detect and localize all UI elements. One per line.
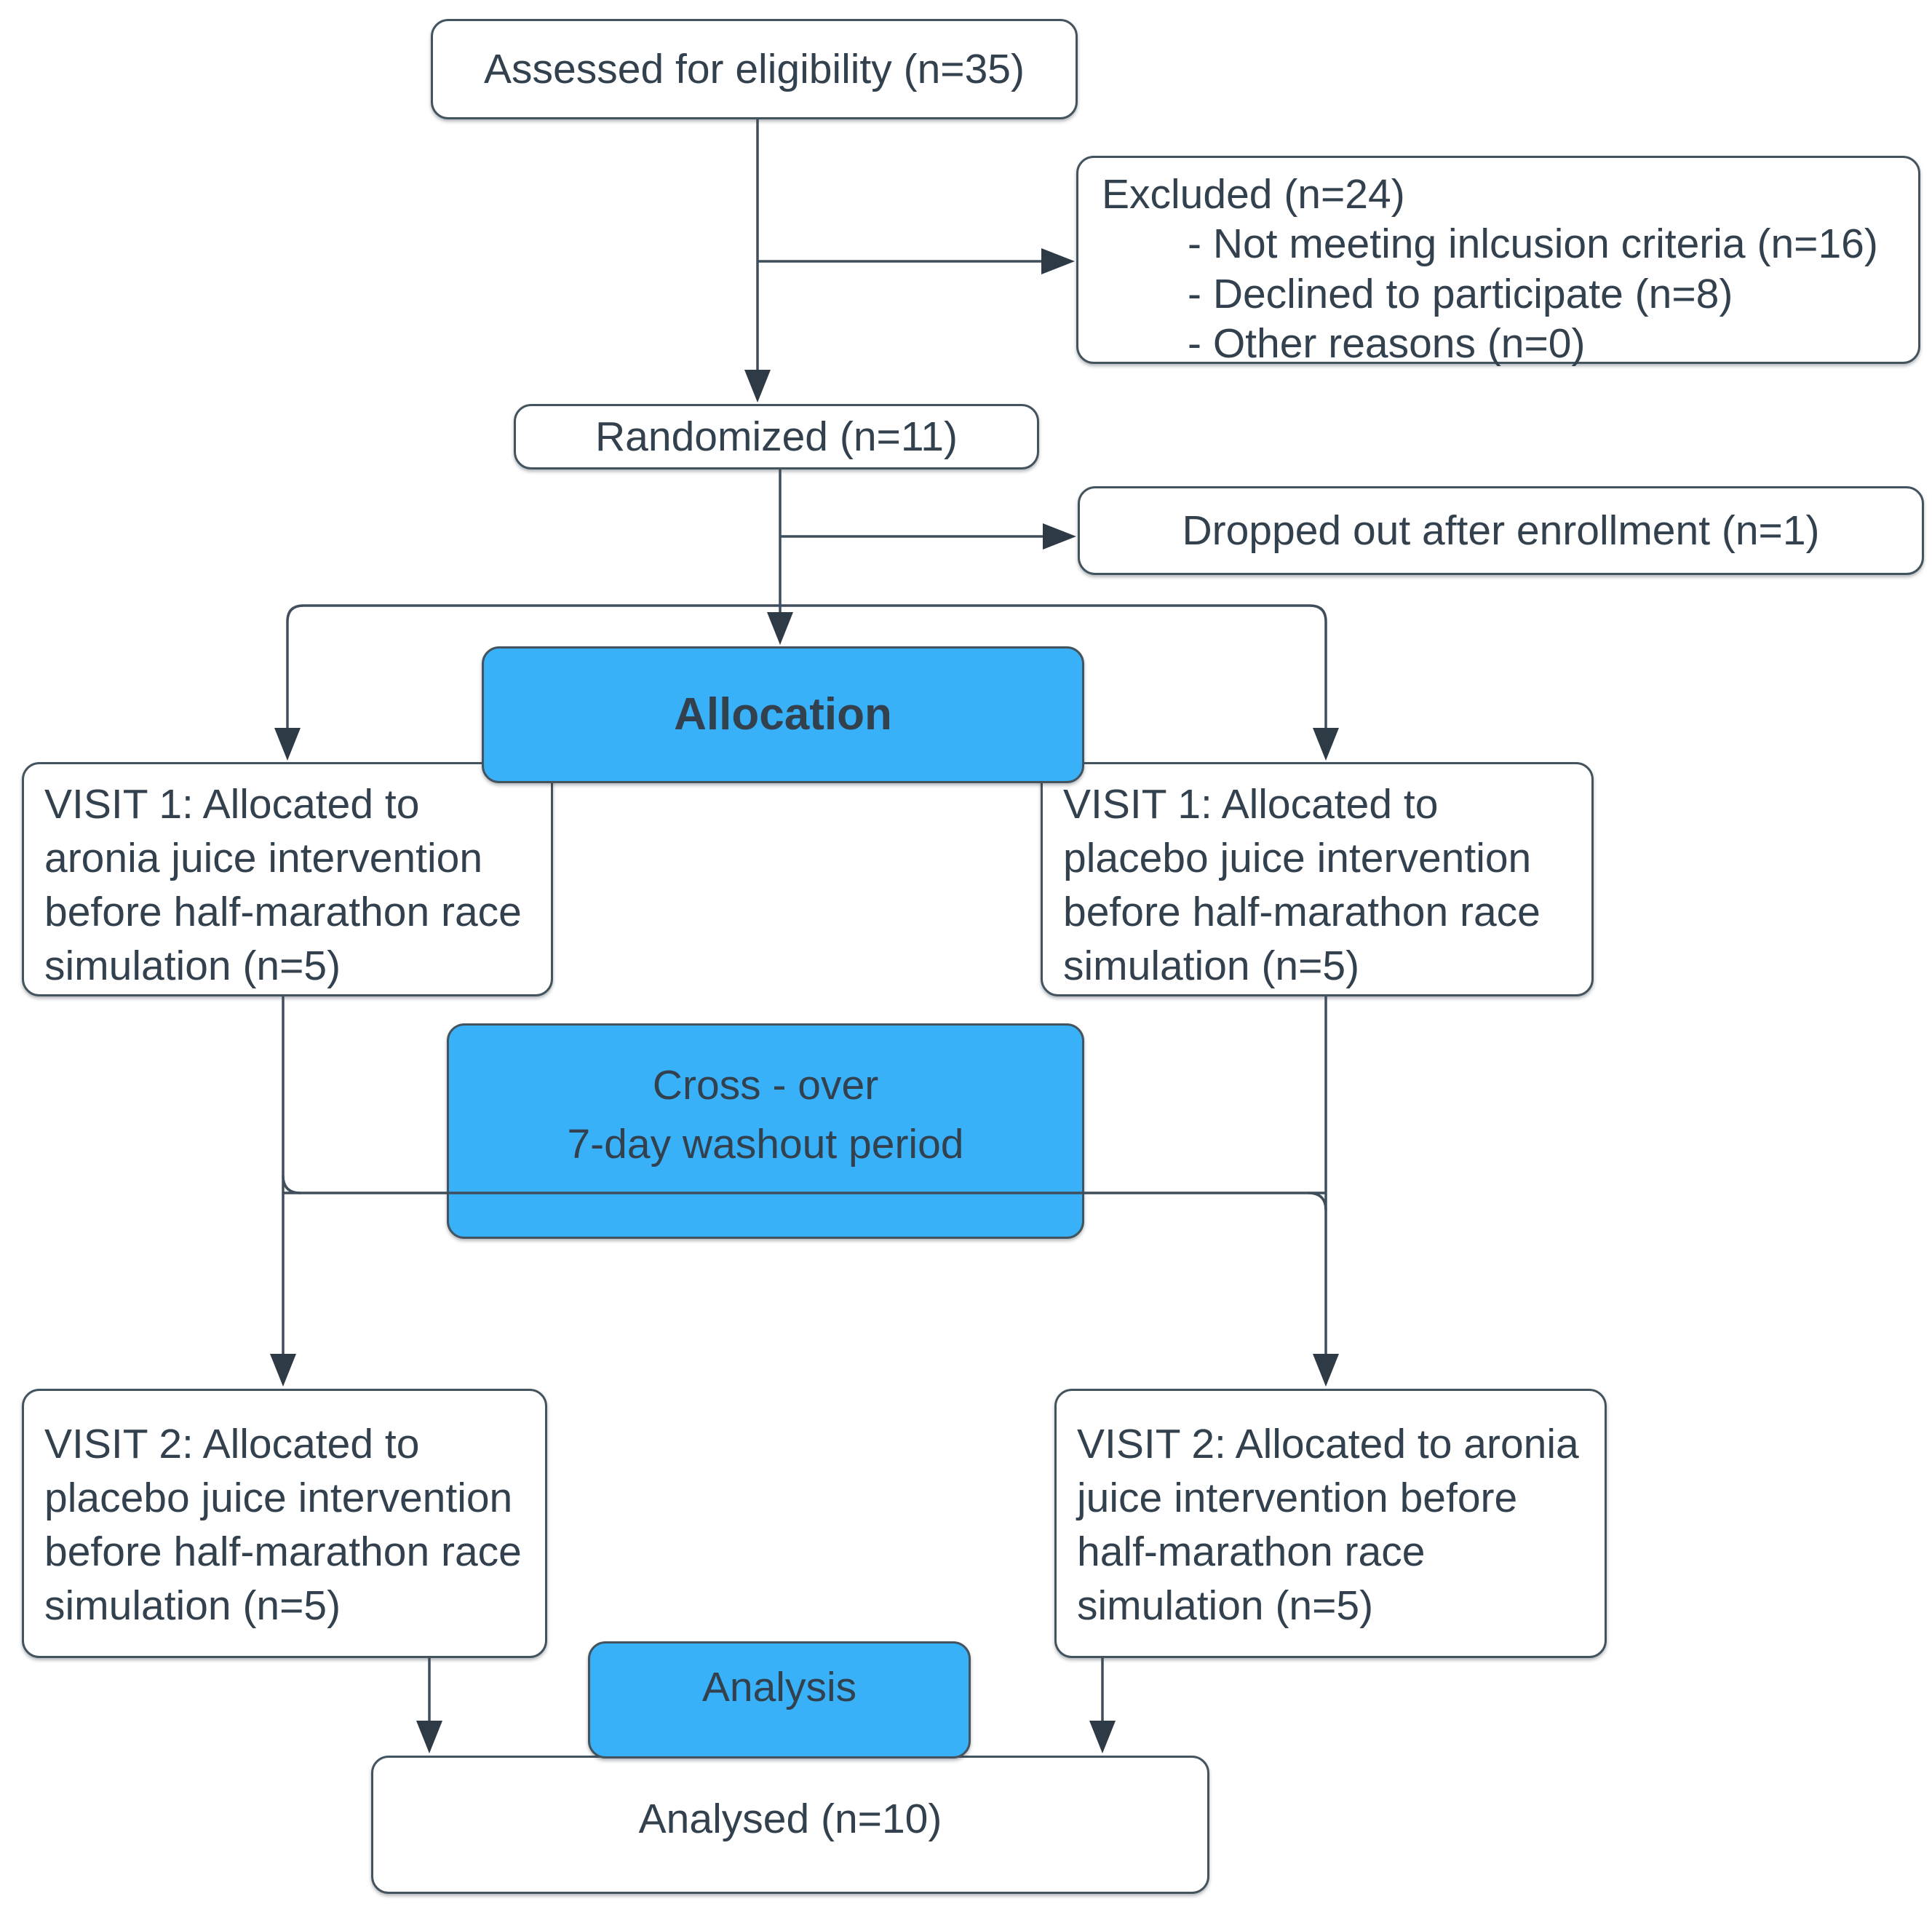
crossover-line2: 7-day washout period (567, 1121, 964, 1167)
visit2-aronia-box: VISIT 2: Allocated to aronia juice inter… (1054, 1389, 1607, 1658)
crossover-washout-box: Cross - over 7-day washout period (447, 1023, 1084, 1239)
dropped-out-label: Dropped out after enrollment (n=1) (1182, 507, 1820, 554)
randomized-box: Randomized (n=11) (514, 404, 1039, 469)
allocation-stage-box: Allocation (482, 646, 1084, 783)
excluded-title: Excluded (n=24) (1102, 171, 1405, 218)
arrow-assessed-to-randomized (744, 119, 771, 403)
assessed-for-eligibility-box: Assessed for eligibility (n=35) (431, 19, 1078, 119)
analysis-label: Analysis (701, 1664, 857, 1711)
arrow-to-analysed-right (1089, 1658, 1116, 1753)
arrow-to-dropped-out (780, 523, 1076, 550)
excluded-box: Excluded (n=24) - Not meeting inlcusion … (1076, 156, 1920, 367)
randomized-label: Randomized (n=11) (595, 413, 958, 460)
arrow-crossover-left-down (270, 996, 296, 1387)
visit1-placebo-box: VISIT 1: Allocated to placebo juice inte… (1041, 762, 1594, 996)
dropped-out-box: Dropped out after enrollment (n=1) (1078, 486, 1924, 575)
visit2-placebo-label: VISIT 2: Allocated to placebo juice inte… (44, 1421, 522, 1630)
allocation-label: Allocation (674, 689, 892, 740)
excluded-item-inclusion: - Not meeting inlcusion criteria (n=16) (1188, 221, 1878, 268)
excluded-item-declined: - Declined to participate (n=8) (1188, 270, 1733, 317)
visit1-placebo-label: VISIT 1: Allocated to placebo juice inte… (1063, 781, 1541, 990)
excluded-item-other: - Other reasons (n=0) (1188, 320, 1586, 368)
visit1-aronia-box: VISIT 1: Allocated to aronia juice inter… (22, 762, 553, 996)
visit2-placebo-box: VISIT 2: Allocated to placebo juice inte… (22, 1389, 547, 1658)
arrow-to-analysed-left (416, 1658, 442, 1753)
line-randomized-down (767, 469, 793, 645)
arrow-to-excluded (758, 248, 1075, 274)
arrow-crossover-right-down (1313, 996, 1339, 1387)
visit1-aronia-label: VISIT 1: Allocated to aronia juice inter… (44, 781, 522, 990)
crossover-line1: Cross - over (652, 1062, 879, 1109)
analysis-stage-box: Analysis (588, 1641, 971, 1759)
analysed-label: Analysed (n=10) (638, 1795, 942, 1842)
assessed-label: Assessed for eligibility (n=35) (484, 45, 1025, 92)
visit2-aronia-label: VISIT 2: Allocated to aronia juice inter… (1077, 1421, 1579, 1630)
analysed-box: Analysed (n=10) (371, 1756, 1209, 1894)
